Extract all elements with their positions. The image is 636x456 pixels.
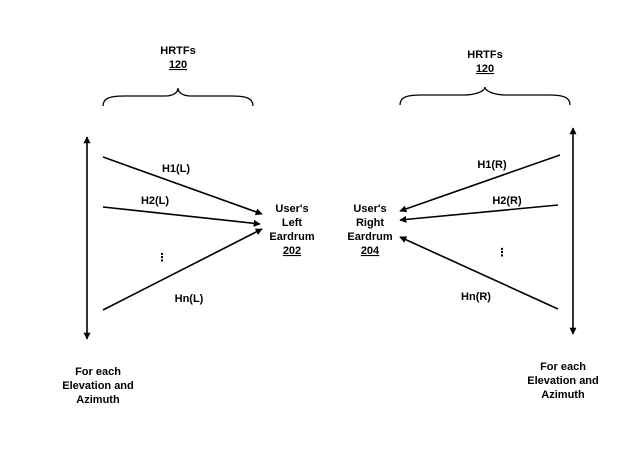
right-hrtfs-number: 120 (476, 63, 494, 75)
left-eardrum-number: 202 (283, 245, 301, 257)
svg-text:User's: User's (275, 203, 308, 215)
right-path-hn-label: Hn(R) (461, 291, 491, 303)
left-path-hn-arrow (102, 228, 263, 311)
right-hrtf-group: HRTFs 120 (399, 49, 571, 106)
right-eardrum-number: 204 (361, 245, 380, 257)
left-path-h1-arrow (102, 156, 263, 216)
right-hrtf-brace (399, 86, 571, 106)
svg-text:Azimuth: Azimuth (76, 394, 120, 406)
left-caption: For each Elevation and Azimuth (62, 366, 134, 406)
left-eardrum-label: User's Left Eardrum 202 (269, 203, 314, 257)
right-caption: For each Elevation and Azimuth (527, 361, 599, 401)
right-path-h2-arrow (399, 204, 559, 223)
right-path-h1-label: H1(R) (477, 159, 507, 171)
svg-text:Right: Right (356, 217, 384, 229)
right-path-h2-label: H2(R) (492, 195, 522, 207)
left-path-h2-label: H2(L) (141, 195, 169, 207)
right-ellipsis: ⋮ (497, 247, 508, 259)
left-hrtf-group: HRTFs 120 (102, 45, 254, 107)
svg-text:Left: Left (282, 217, 303, 229)
left-hrtfs-title: HRTFs (160, 45, 195, 57)
left-path-hn-label: Hn(L) (175, 293, 204, 305)
svg-text:Eardrum: Eardrum (269, 231, 314, 243)
svg-text:For each: For each (540, 361, 586, 373)
left-path-h1-label: H1(L) (162, 163, 190, 175)
right-path-hn-arrow (399, 236, 559, 310)
left-hrtf-brace (102, 87, 254, 107)
left-hrtfs-number: 120 (169, 59, 187, 71)
svg-text:For each: For each (75, 366, 121, 378)
left-path-h2-arrow (102, 206, 261, 227)
right-eardrum-label: User's Right Eardrum 204 (347, 203, 392, 257)
svg-text:Azimuth: Azimuth (541, 389, 585, 401)
svg-text:Elevation and: Elevation and (62, 380, 134, 392)
svg-text:User's: User's (353, 203, 386, 215)
right-path-h1-arrow (399, 154, 561, 213)
right-hrtfs-title: HRTFs (467, 49, 502, 61)
svg-text:Elevation and: Elevation and (527, 375, 599, 387)
left-ellipsis: ⋮ (157, 252, 168, 264)
svg-text:Eardrum: Eardrum (347, 231, 392, 243)
